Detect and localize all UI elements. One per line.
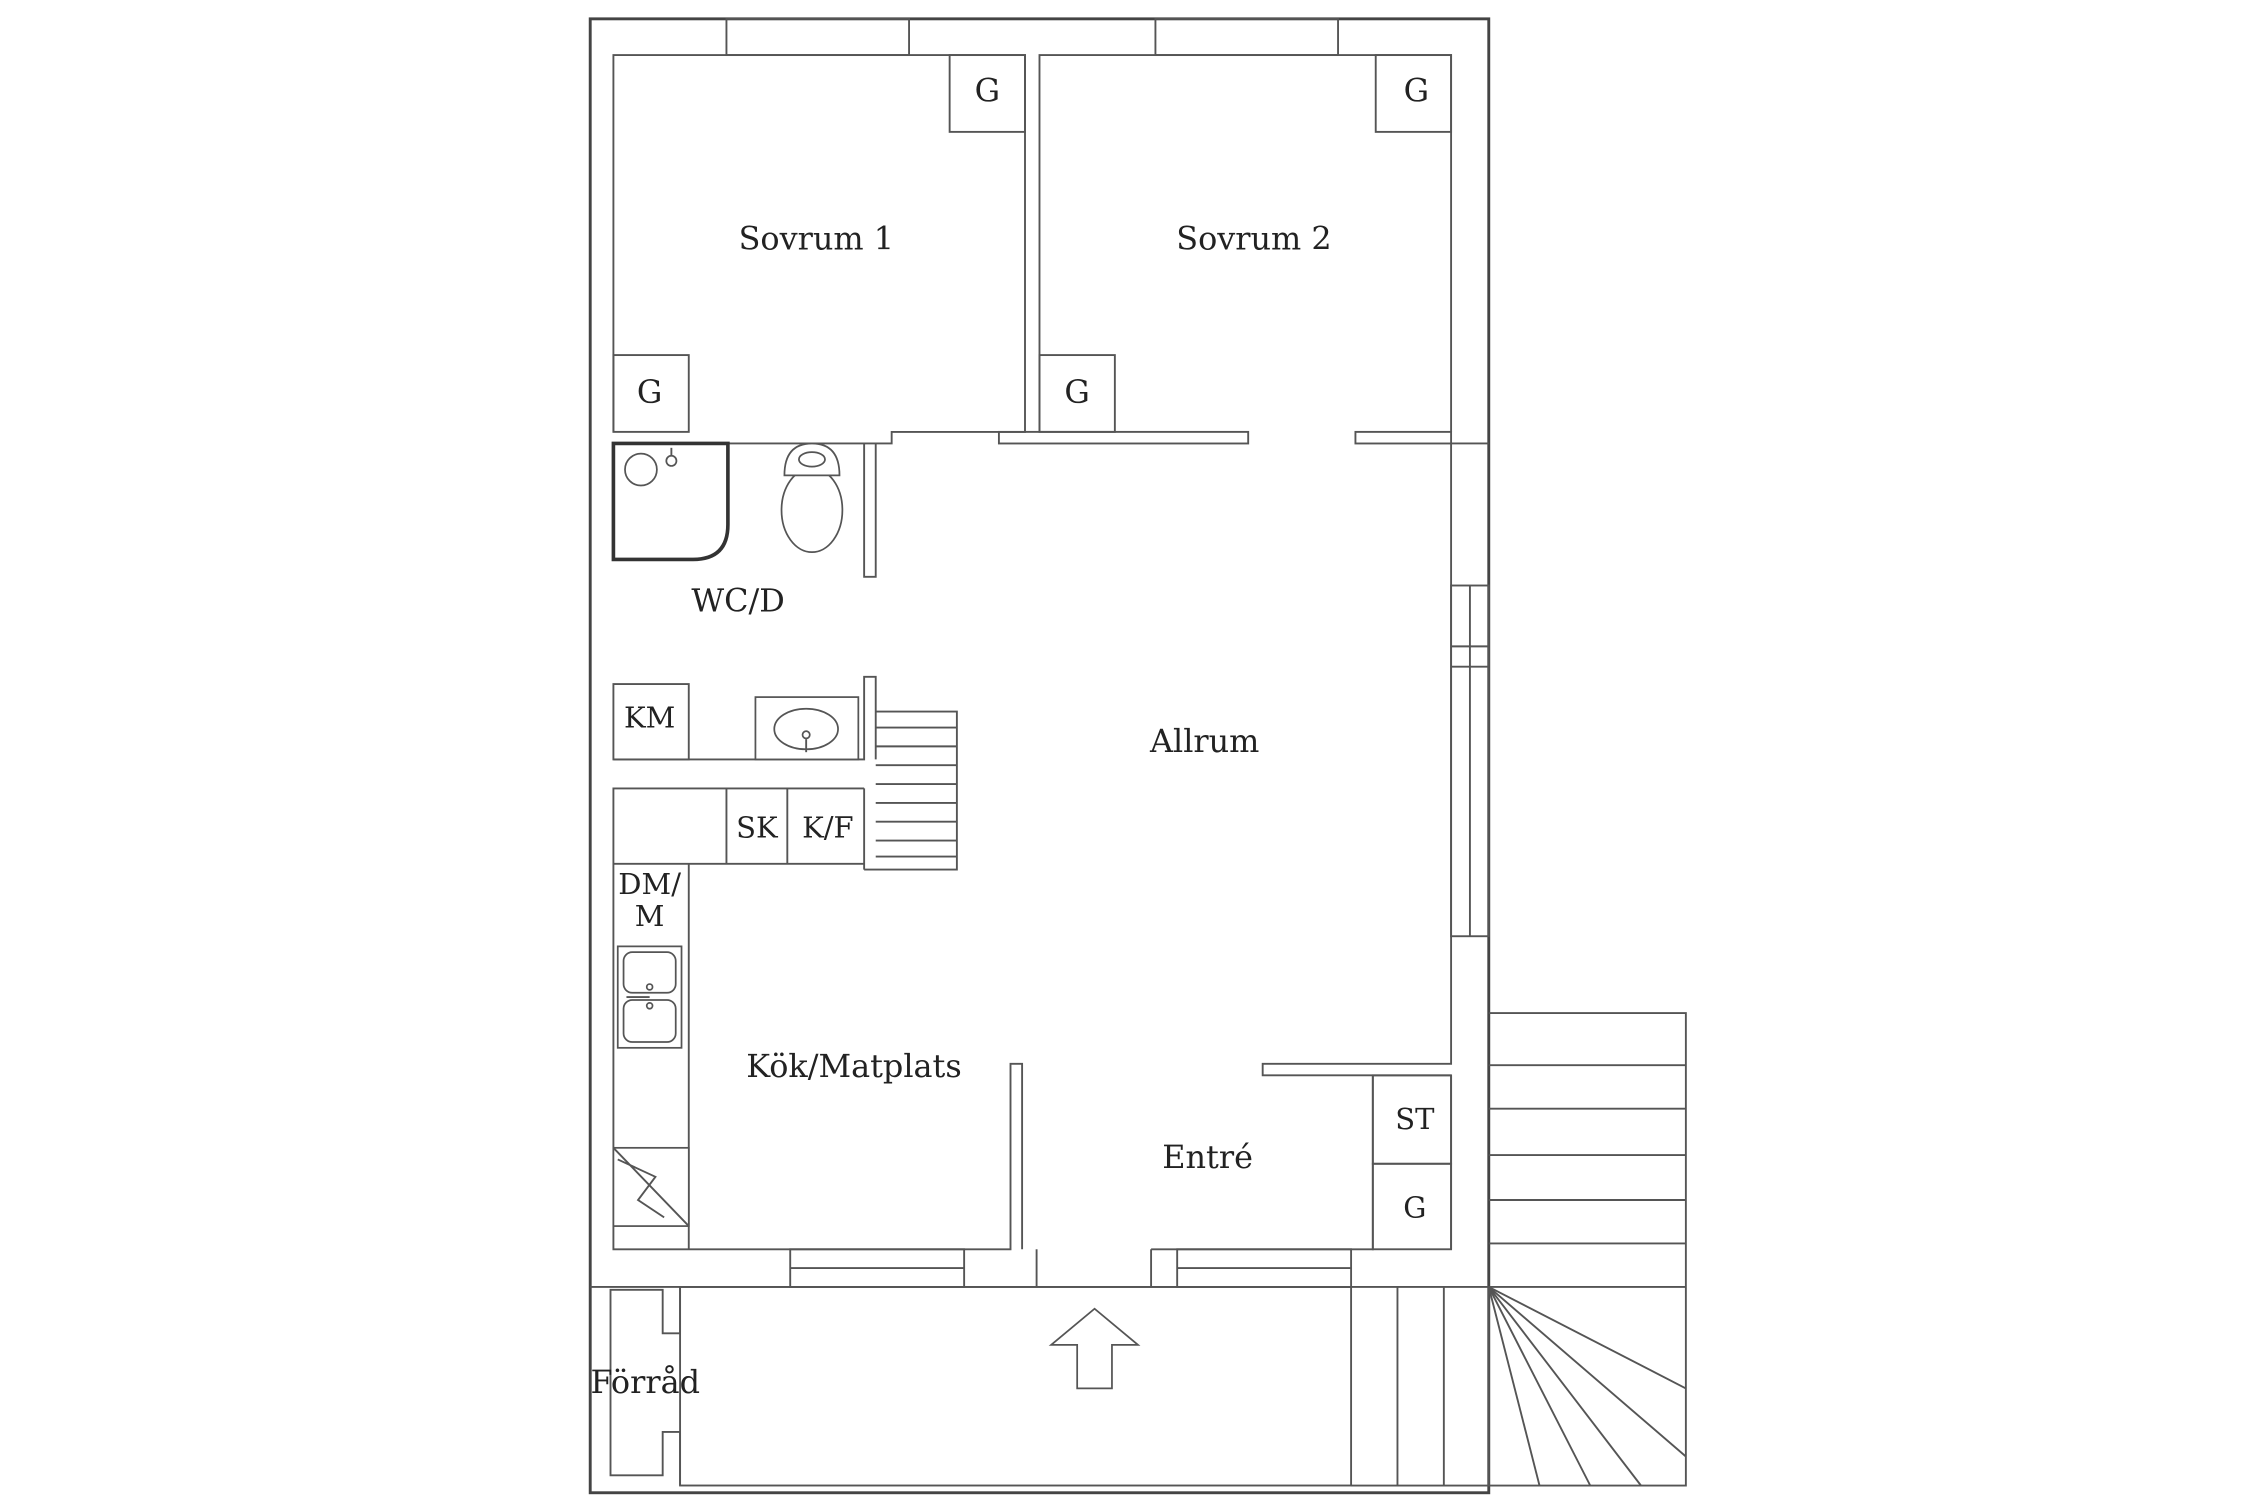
bedroom-2: Sovrum 2 G G [997, 54, 1453, 445]
wardrobe-label: G [975, 71, 1000, 109]
entrance-arrow-icon [1048, 1307, 1141, 1390]
closet-label-g: G [1403, 1190, 1426, 1224]
shower-tap-icon [665, 454, 678, 467]
wardrobe [948, 54, 1026, 133]
porch [679, 1286, 1353, 1487]
fixture-label-sk: SK [736, 811, 779, 845]
room-label-forrad: Förråd [591, 1363, 700, 1401]
shower-drain-icon [624, 452, 658, 487]
window-top-left [725, 17, 911, 57]
entrance: Entré ST G [1162, 1074, 1453, 1251]
closet-label-st: ST [1395, 1102, 1435, 1136]
room-label-sovrum-2: Sovrum 2 [1176, 219, 1331, 257]
bathroom: WC/D KM [611, 441, 877, 761]
room-label-wc: WC/D [691, 582, 784, 620]
room-label-sovrum-1: Sovrum 1 [739, 219, 894, 257]
bedroom-1: Sovrum 1 G G [612, 54, 1026, 445]
sink-icon [754, 696, 860, 761]
exterior-stairs [1351, 1012, 1687, 1487]
room-label-entre: Entré [1162, 1138, 1253, 1176]
kitchen-sink-icon [616, 945, 683, 1049]
wardrobe [1374, 54, 1453, 133]
wall-segment [997, 430, 1250, 445]
porch-deck [679, 1286, 1353, 1487]
kitchen: Kök/Matplats SK K/F DM/ M [612, 787, 1024, 1251]
washing-machine [612, 683, 690, 761]
stove-icon [612, 1146, 690, 1227]
wardrobe-label: G [637, 373, 662, 411]
toilet-icon [780, 442, 844, 554]
fixture-label-dm: M [635, 899, 665, 933]
storage: Förråd [591, 1286, 700, 1486]
wardrobe-label: G [1404, 71, 1429, 109]
fixture-label-kf: K/F [802, 811, 854, 845]
fixture-label-dm: DM/ [618, 867, 681, 901]
room-label-kok: Kök/Matplats [746, 1047, 961, 1085]
room-label-allrum: Allrum [1149, 722, 1259, 760]
wall-segment [1354, 430, 1453, 445]
washing-machine-label: KM [624, 701, 675, 735]
living-room: Allrum [1149, 442, 1490, 1077]
window-top-right [1154, 17, 1339, 57]
wardrobe-label: G [1064, 373, 1089, 411]
bottom-wall [590, 1248, 1489, 1288]
wardrobe [612, 354, 690, 433]
interior-stairs [863, 710, 958, 871]
